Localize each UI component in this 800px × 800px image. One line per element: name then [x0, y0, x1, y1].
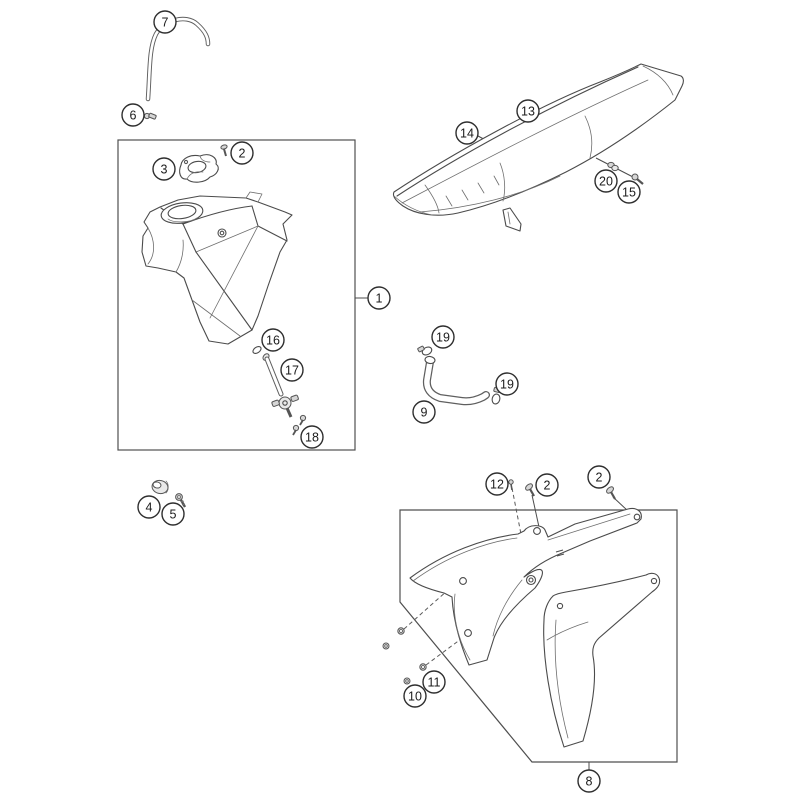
callout-number-valve-screws: 18 — [305, 431, 319, 445]
fuel-valve-drawing — [262, 353, 299, 418]
callout-circle-shroud-nut[interactable] — [422, 670, 446, 694]
callout-shroud-nut[interactable]: 11 — [422, 670, 446, 694]
valve-screws-drawing — [292, 414, 307, 436]
callout-circle-shroud-set[interactable] — [577, 769, 601, 793]
callout-number-fuel-hose: 9 — [421, 406, 428, 420]
callout-vent-hose[interactable]: 7 — [153, 10, 177, 34]
callout-circle-shroud-screw-c[interactable] — [587, 465, 611, 489]
filler-cap-drawing — [179, 154, 219, 183]
callout-shroud-screw[interactable]: 12 — [485, 472, 509, 496]
callout-circle-hose-clamp-a[interactable] — [431, 325, 455, 349]
callout-circle-fuel-valve[interactable] — [280, 358, 304, 382]
callout-valve-screws[interactable]: 18 — [300, 425, 324, 449]
callout-circle-hose-clamp-b[interactable] — [495, 372, 519, 396]
callout-circle-tank-screw[interactable] — [230, 141, 254, 165]
callout-circle-grommet[interactable] — [137, 495, 161, 519]
seat-bushing-drawing — [607, 161, 619, 172]
callout-filler-cap[interactable]: 3 — [152, 157, 176, 181]
callout-seat-bushing[interactable]: 20 — [594, 169, 618, 193]
tank-screw-drawing — [220, 144, 228, 157]
callout-number-tank-screw: 2 — [239, 147, 246, 161]
callout-seat[interactable]: 13 — [516, 99, 540, 123]
grommet-drawing — [151, 479, 169, 495]
callout-number-seat-bushing: 20 — [599, 175, 613, 189]
callout-number-shroud-nut: 11 — [428, 676, 441, 690]
callout-hose-clamp-b[interactable]: 19 — [495, 372, 519, 396]
callout-shroud-screw-b[interactable]: 2 — [535, 473, 559, 497]
callout-grommet[interactable]: 4 — [137, 495, 161, 519]
callout-number-vent-hose: 7 — [162, 16, 169, 30]
callout-number-seat-screw: 15 — [622, 186, 636, 200]
vent-hose-drawing — [145, 16, 211, 102]
grommet-screw-drawing — [175, 493, 187, 508]
callout-tank-screw[interactable]: 2 — [230, 141, 254, 165]
callout-number-shroud-washer: 10 — [408, 690, 422, 704]
callout-circle-filler-cap[interactable] — [152, 157, 176, 181]
callout-shroud-set[interactable]: 8 — [577, 769, 601, 793]
callout-grommet-screw[interactable]: 5 — [161, 502, 185, 526]
callout-number-hose-clamp-a: 19 — [436, 331, 450, 345]
right-side-panel-drawing — [543, 572, 661, 748]
callout-number-fuel-valve: 17 — [285, 364, 299, 378]
callout-number-shroud-set: 8 — [586, 775, 593, 789]
shroud-logo-mark — [555, 549, 565, 557]
shroud-nut-left-drawing — [382, 627, 405, 650]
callout-fuel-hose[interactable]: 9 — [412, 400, 436, 424]
o-ring-drawing — [252, 345, 262, 355]
callout-seat-screw[interactable]: 15 — [617, 180, 641, 204]
callout-circle-seat-screw[interactable] — [617, 180, 641, 204]
shroud-washer-drawing — [403, 677, 411, 685]
seat-drawing — [392, 63, 684, 232]
hose-clamp-a-drawing — [417, 345, 433, 356]
callout-circle-o-ring[interactable] — [261, 328, 285, 352]
left-shroud-drawing — [409, 507, 642, 666]
callout-circle-fuel-hose[interactable] — [412, 400, 436, 424]
tank-group-box — [117, 139, 356, 451]
callout-number-seat-cover: 14 — [460, 127, 474, 141]
callout-number-o-ring: 16 — [266, 334, 280, 348]
callout-number-grommet: 4 — [146, 501, 153, 515]
callout-shroud-screw-c[interactable]: 2 — [587, 465, 611, 489]
callout-circle-shroud-screw-b[interactable] — [535, 473, 559, 497]
callout-circle-seat[interactable] — [516, 99, 540, 123]
callout-circle-fuel-tank[interactable] — [367, 286, 391, 310]
callouts-layer: 7 6 2 3 1 16 17 18 13 14 20 15 19 9 19 4 5 12 2 2 11 10 8 — [121, 10, 641, 793]
callout-circle-grommet-screw[interactable] — [161, 502, 185, 526]
callout-vent-hose-clamp[interactable]: 6 — [121, 103, 145, 127]
callout-number-fuel-tank: 1 — [376, 292, 383, 306]
vent-hose-clamp-drawing — [143, 112, 157, 120]
callout-number-seat: 13 — [521, 105, 535, 119]
fuel-hose-drawing — [422, 355, 490, 406]
callout-fuel-tank[interactable]: 1 — [367, 286, 391, 310]
callout-number-hose-clamp-b: 19 — [500, 378, 514, 392]
callout-number-shroud-screw-c: 2 — [596, 471, 603, 485]
callout-seat-cover[interactable]: 14 — [455, 121, 479, 145]
callout-circle-shroud-washer[interactable] — [403, 684, 427, 708]
shroud-nut-drawing — [419, 663, 427, 671]
callout-shroud-washer[interactable]: 10 — [403, 684, 427, 708]
fuel-tank-drawing — [141, 191, 293, 345]
callout-circle-seat-cover[interactable] — [455, 121, 479, 145]
shroud-screw-c-drawing — [606, 486, 616, 500]
callout-circle-seat-bushing[interactable] — [594, 169, 618, 193]
callout-number-grommet-screw: 5 — [170, 508, 177, 522]
callout-number-shroud-screw: 12 — [490, 478, 504, 492]
callout-circle-valve-screws[interactable] — [300, 425, 324, 449]
callout-o-ring[interactable]: 16 — [261, 328, 285, 352]
callout-hose-clamp-a[interactable]: 19 — [431, 325, 455, 349]
callout-circle-vent-hose[interactable] — [153, 10, 177, 34]
callout-circle-shroud-screw[interactable] — [485, 472, 509, 496]
seat-screw-drawing — [631, 173, 644, 185]
callout-number-filler-cap: 3 — [161, 163, 168, 177]
callout-fuel-valve[interactable]: 17 — [280, 358, 304, 382]
callout-number-vent-hose-clamp: 6 — [130, 109, 137, 123]
callout-circle-vent-hose-clamp[interactable] — [121, 103, 145, 127]
shroud-screw-drawing — [508, 479, 514, 491]
callout-number-shroud-screw-b: 2 — [544, 479, 551, 493]
shroud-screw-b-drawing — [525, 483, 535, 497]
